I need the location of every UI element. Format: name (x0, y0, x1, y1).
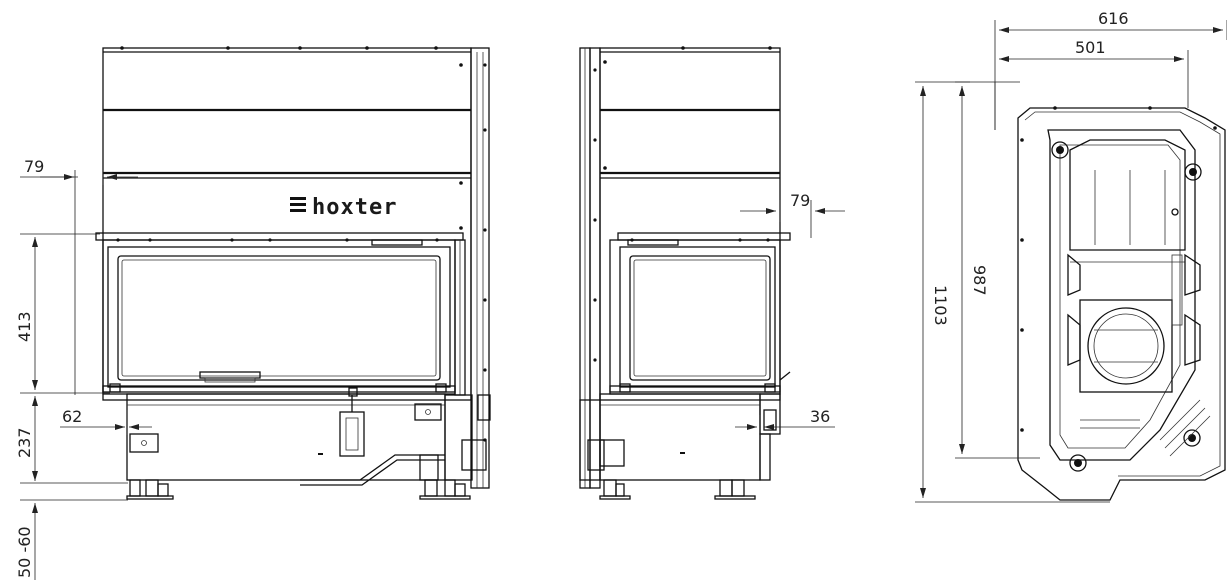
front-view: hoxter (15, 46, 491, 580)
dim-plan-inner-height: 987 (970, 265, 989, 296)
side-dimensions: 79 36 (735, 191, 845, 440)
dim-plan-total-height: 1103 (931, 285, 950, 326)
logo-mark-icon (290, 197, 306, 212)
side-feet (599, 479, 756, 500)
logo-text: hoxter (312, 195, 397, 220)
dim-front-feet-range: 50 -60 (15, 526, 34, 578)
plan-dimensions: 616 501 1103 987 (915, 9, 1227, 503)
dim-side-base-offset: 36 (810, 407, 830, 426)
dim-front-side-offset: 79 (24, 157, 44, 176)
dim-side-offset: 79 (790, 191, 810, 210)
dim-plan-total-width: 616 (1098, 9, 1129, 28)
side-view: 79 36 (579, 46, 845, 500)
dim-front-base-height: 237 (15, 427, 34, 458)
dim-front-glass-height: 413 (15, 311, 34, 342)
front-feet (126, 479, 471, 500)
brand-logo: hoxter (290, 195, 397, 220)
dim-front-base-offset: 62 (62, 407, 82, 426)
plan-view: 616 501 1103 987 (915, 9, 1227, 503)
front-dimensions: 79 413 62 237 50 -60 (15, 157, 152, 580)
dim-plan-inner-width: 501 (1075, 38, 1106, 57)
